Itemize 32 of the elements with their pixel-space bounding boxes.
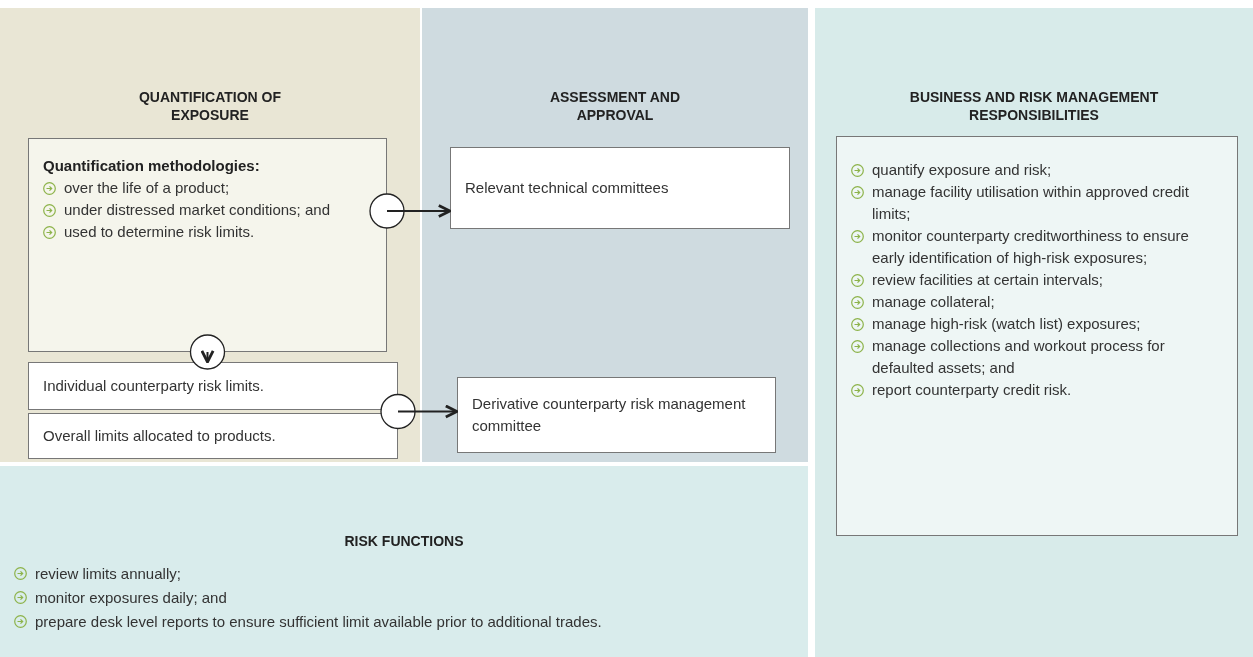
text-box xyxy=(457,377,776,453)
list-item-text: review facilities at certain intervals; xyxy=(872,270,1103,290)
box-heading: Quantification methodologies: xyxy=(43,156,261,176)
text-box xyxy=(28,138,387,352)
box-text: Relevant technical committees xyxy=(465,178,669,198)
list-item-text: prepare desk level reports to ensure sufficient limit available prior to additional trades. xyxy=(35,612,602,632)
list-item-text: monitor counterparty creditworthiness to ensure early identification of high-risk exposures; xyxy=(872,226,1190,268)
text-box xyxy=(28,413,398,459)
list-item-text: manage high-risk (watch list) exposures; xyxy=(872,314,1141,334)
list-item-text: quantify exposure and risk; xyxy=(872,160,1052,180)
list-item-text: review limits annually; xyxy=(35,564,181,584)
section-heading: BUSINESS AND RISK MANAGEMENT RESPONSIBILITIES xyxy=(908,88,1160,124)
section-heading: QUANTIFICATION OF EXPOSURE xyxy=(137,88,283,124)
list-item-text: manage facility utilisation within approved credit limits; xyxy=(872,182,1190,224)
section-heading: RISK FUNCTIONS xyxy=(343,532,465,550)
list-item-text: monitor exposures daily; and xyxy=(35,588,227,608)
text-box xyxy=(28,362,398,410)
section-panel xyxy=(422,8,808,462)
section-heading: ASSESSMENT AND APPROVAL xyxy=(548,88,682,124)
list-item-text: used to determine risk limits. xyxy=(64,222,255,242)
box-text: Overall limits allocated to products. xyxy=(43,426,276,446)
section-panel xyxy=(0,466,808,657)
section-panel xyxy=(0,8,420,462)
text-box xyxy=(450,147,790,229)
list-item-text: report counterparty credit risk. xyxy=(872,380,1072,400)
list-item-text: manage collateral; xyxy=(872,292,995,312)
text-box xyxy=(836,136,1238,536)
list-item-text: over the life of a product; xyxy=(64,178,230,198)
list-item-text: under distressed market conditions; and xyxy=(64,200,330,220)
box-text: Individual counterparty risk limits. xyxy=(43,376,264,396)
section-panel xyxy=(815,8,1253,657)
box-text: Derivative counterparty risk management committee xyxy=(472,394,747,436)
